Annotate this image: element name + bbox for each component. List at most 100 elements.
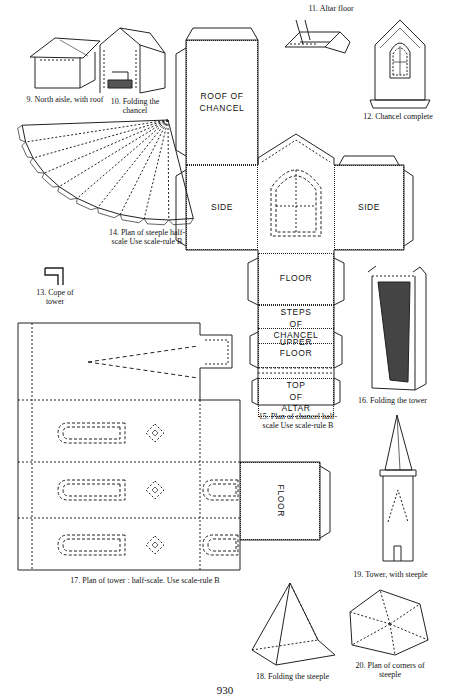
folding-chancel-figure bbox=[140, 45, 165, 93]
folding-tower-figure bbox=[378, 282, 410, 382]
panel-label: SIDE bbox=[211, 202, 233, 213]
folding-chancel-figure bbox=[112, 72, 128, 80]
altar-floor-figure bbox=[290, 44, 318, 45]
steeple-plan bbox=[22, 142, 33, 158]
net-panel: SIDE bbox=[334, 165, 404, 250]
north-aisle-figure bbox=[30, 38, 100, 88]
net-panel: ROOF OF CHANCEL bbox=[186, 40, 258, 165]
figure-caption: 15. Plan of chancel half-scale Use scale… bbox=[258, 412, 338, 430]
folding-chancel-figure bbox=[104, 50, 136, 90]
chancel-plan bbox=[176, 48, 186, 156]
chancel-complete-figure bbox=[390, 43, 410, 78]
net-panel: UPPER FLOOR bbox=[258, 328, 334, 368]
chancel-plan bbox=[176, 28, 413, 405]
folding-steeple-figure bbox=[252, 583, 335, 665]
tower-plan bbox=[146, 424, 164, 442]
folding-tower-figure bbox=[368, 266, 426, 390]
chancel-plan bbox=[276, 170, 316, 232]
chancel-plan bbox=[258, 134, 334, 165]
steeple-plan bbox=[144, 120, 168, 219]
chancel-plan bbox=[248, 258, 344, 305]
folding-chancel-figure bbox=[100, 28, 165, 93]
tower-plan bbox=[88, 346, 198, 378]
tower-plan bbox=[32, 323, 200, 570]
steeple-plan bbox=[169, 218, 194, 224]
net-panel: FLOOR bbox=[258, 253, 334, 305]
steeple-plan bbox=[30, 158, 44, 173]
tower-plan bbox=[208, 484, 236, 496]
folding-steeple-figure bbox=[252, 583, 335, 665]
chancel-plan bbox=[334, 165, 404, 250]
tower-with-steeple-figure bbox=[394, 546, 401, 561]
folding-tower-figure bbox=[372, 276, 415, 390]
chancel-plan bbox=[186, 40, 258, 250]
panel-label: SIDE bbox=[358, 202, 380, 213]
panel-label: UPPER FLOOR bbox=[280, 337, 312, 360]
tower-with-steeple-figure bbox=[388, 490, 408, 522]
figure-caption: 18. Folding the steeple bbox=[240, 672, 345, 681]
tower-plan bbox=[152, 542, 158, 548]
figure-caption: 9. North aisle, with roof bbox=[26, 95, 104, 104]
tower-plan bbox=[146, 536, 164, 554]
steeple-plan bbox=[44, 120, 168, 173]
tower-plan bbox=[63, 427, 120, 439]
chancel-plan bbox=[339, 156, 399, 165]
steeple-plan bbox=[58, 187, 77, 200]
tower-plan bbox=[320, 466, 330, 538]
altar-floor-figure bbox=[296, 20, 330, 44]
figure-caption: 16. Folding the tower bbox=[345, 396, 440, 405]
tower-plan bbox=[58, 423, 125, 443]
chancel-complete-figure bbox=[370, 100, 430, 108]
tower-with-steeple-figure bbox=[385, 415, 412, 470]
folding-tower-figure bbox=[368, 266, 426, 390]
panel-label: TOP OF ALTAR bbox=[281, 380, 310, 414]
figure-caption: 19. Tower, with steeple bbox=[338, 570, 443, 579]
chancel-complete-figure bbox=[370, 20, 430, 108]
chancel-plan bbox=[262, 140, 330, 162]
chancel-complete-figure bbox=[375, 20, 425, 100]
tower-plan bbox=[18, 323, 240, 570]
steeple-plan bbox=[77, 120, 168, 198]
tower-with-steeple-figure bbox=[383, 476, 413, 561]
steeple-plan bbox=[33, 120, 168, 158]
tower-plan bbox=[18, 400, 240, 518]
steeple-corners-figure bbox=[350, 590, 428, 655]
figure-caption: 20. Plan of corners of steeple bbox=[345, 661, 435, 679]
chancel-plan bbox=[404, 170, 413, 246]
chancel-plan bbox=[258, 368, 334, 373]
figure-caption: 14. Plan of steeple half-scale Use scale… bbox=[108, 228, 186, 246]
folding-chancel-figure bbox=[120, 28, 165, 53]
altar-floor-figure bbox=[285, 32, 340, 47]
tower-plan bbox=[240, 462, 320, 540]
tower-plan bbox=[208, 539, 236, 551]
folding-chancel-figure bbox=[100, 28, 140, 93]
north-aisle-figure bbox=[40, 60, 76, 61]
steeple-plan bbox=[168, 120, 170, 220]
tower-with-steeple-figure bbox=[397, 415, 400, 470]
tower-with-steeple-figure bbox=[380, 415, 416, 561]
tower-with-steeple-figure bbox=[380, 470, 416, 476]
figure-caption: 12. Chancel complete bbox=[362, 112, 434, 121]
tower-plan bbox=[205, 340, 228, 364]
north-aisle-figure bbox=[30, 38, 100, 58]
steeple-plan bbox=[18, 125, 26, 142]
tower-plan bbox=[63, 539, 120, 551]
altar-floor-figure bbox=[285, 20, 350, 53]
figure-caption: 13. Cope of tower bbox=[30, 288, 80, 306]
tower-plan bbox=[58, 480, 125, 500]
chancel-plan bbox=[271, 170, 321, 236]
tower-plan bbox=[152, 430, 158, 436]
net-panel: FLOOR bbox=[240, 462, 320, 540]
figure-caption: 11. Altar floor bbox=[296, 4, 366, 13]
steeple-plan bbox=[98, 208, 121, 218]
north-aisle-figure bbox=[80, 52, 95, 88]
figure-caption: 10. Folding the chancel bbox=[104, 97, 166, 115]
folding-tower-figure bbox=[372, 276, 415, 277]
steeple-corners-figure bbox=[350, 590, 428, 655]
tower-plan bbox=[203, 480, 238, 500]
cope-figure bbox=[45, 268, 63, 285]
tower-plan bbox=[63, 484, 120, 496]
chancel-plan bbox=[250, 332, 342, 368]
tower-plan bbox=[58, 535, 125, 555]
